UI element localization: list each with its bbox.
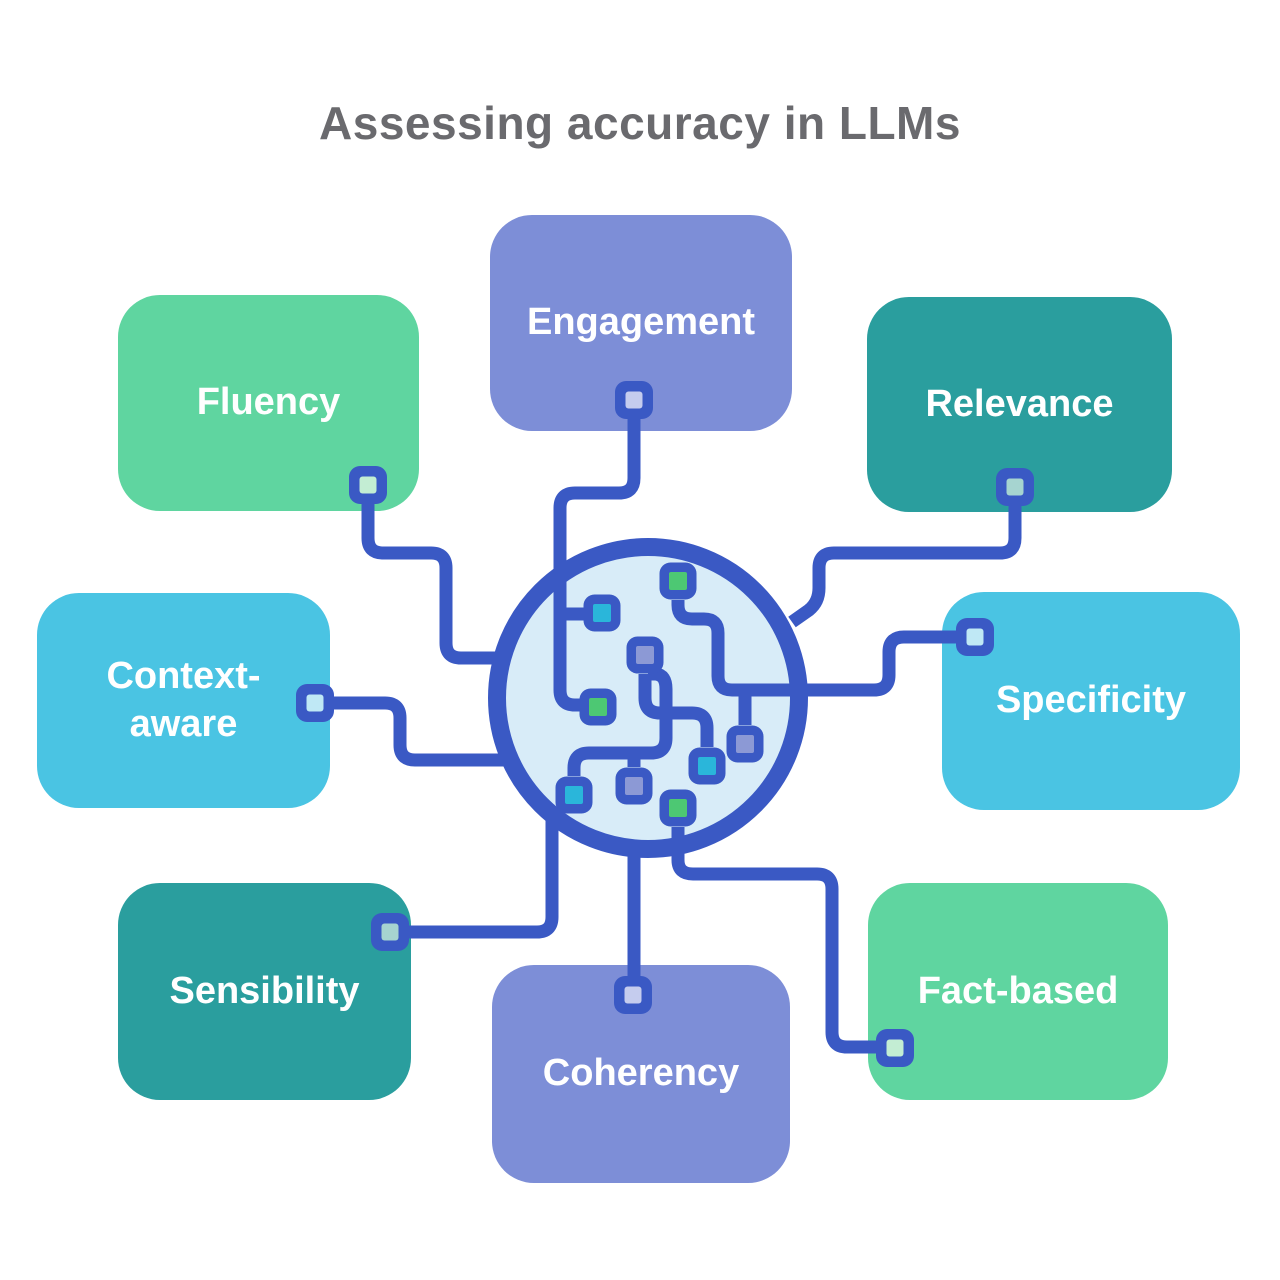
node-label-fact-based: Fact-based — [917, 969, 1119, 1012]
node-label-engagement: Engagement — [526, 301, 756, 344]
chip-node-purple-upper-middle-icon — [626, 636, 664, 674]
node-label-context-aware: Context- aware — [106, 655, 261, 745]
node-label-relevance: Relevance — [925, 382, 1114, 425]
connector-sensibility — [408, 820, 559, 939]
hub-trace-1 — [638, 674, 714, 747]
connector-specificity — [671, 600, 958, 725]
connector-fluency — [361, 504, 500, 665]
page-title: Assessing accuracy in LLMs — [319, 97, 961, 149]
node-label-sensibility: Sensibility — [169, 969, 360, 1012]
node-label-specificity: Specificity — [995, 679, 1187, 722]
node-label-fluency: Fluency — [196, 381, 341, 424]
node-box-sensibility: Sensibility — [118, 883, 411, 1100]
connector-engagement — [553, 419, 641, 712]
chip-node-purple-bottom-middle-icon — [615, 767, 653, 805]
hub-trace-2 — [567, 667, 673, 776]
chip-node-purple-right-icon — [726, 725, 764, 763]
hub-chip-nodes — [555, 562, 764, 827]
node-box-relevance: Relevance — [867, 297, 1172, 512]
chip-node-cyan-bottom-left-icon — [555, 776, 593, 814]
chip-node-cyan-mid-right-icon — [688, 747, 726, 785]
node-box-engagement: Engagement — [490, 215, 792, 431]
node-box-specificity: Specificity — [942, 592, 1240, 810]
node-box-fluency: Fluency — [118, 295, 419, 511]
node-box-context-aware: Context- aware — [37, 593, 330, 808]
node-box-fact-based: Fact-based — [868, 883, 1168, 1100]
node-label-coherency: Coherency — [542, 1052, 740, 1095]
chip-node-cyan-upper-left-icon — [583, 594, 621, 632]
node-box-coherency: Coherency — [492, 965, 790, 1183]
chip-node-green-top-icon — [659, 562, 697, 600]
connector-context-aware — [332, 696, 504, 767]
hub-circle-icon — [488, 538, 808, 858]
chip-node-green-bottom-icon — [659, 789, 697, 827]
chip-node-green-mid-left-icon — [579, 688, 617, 726]
